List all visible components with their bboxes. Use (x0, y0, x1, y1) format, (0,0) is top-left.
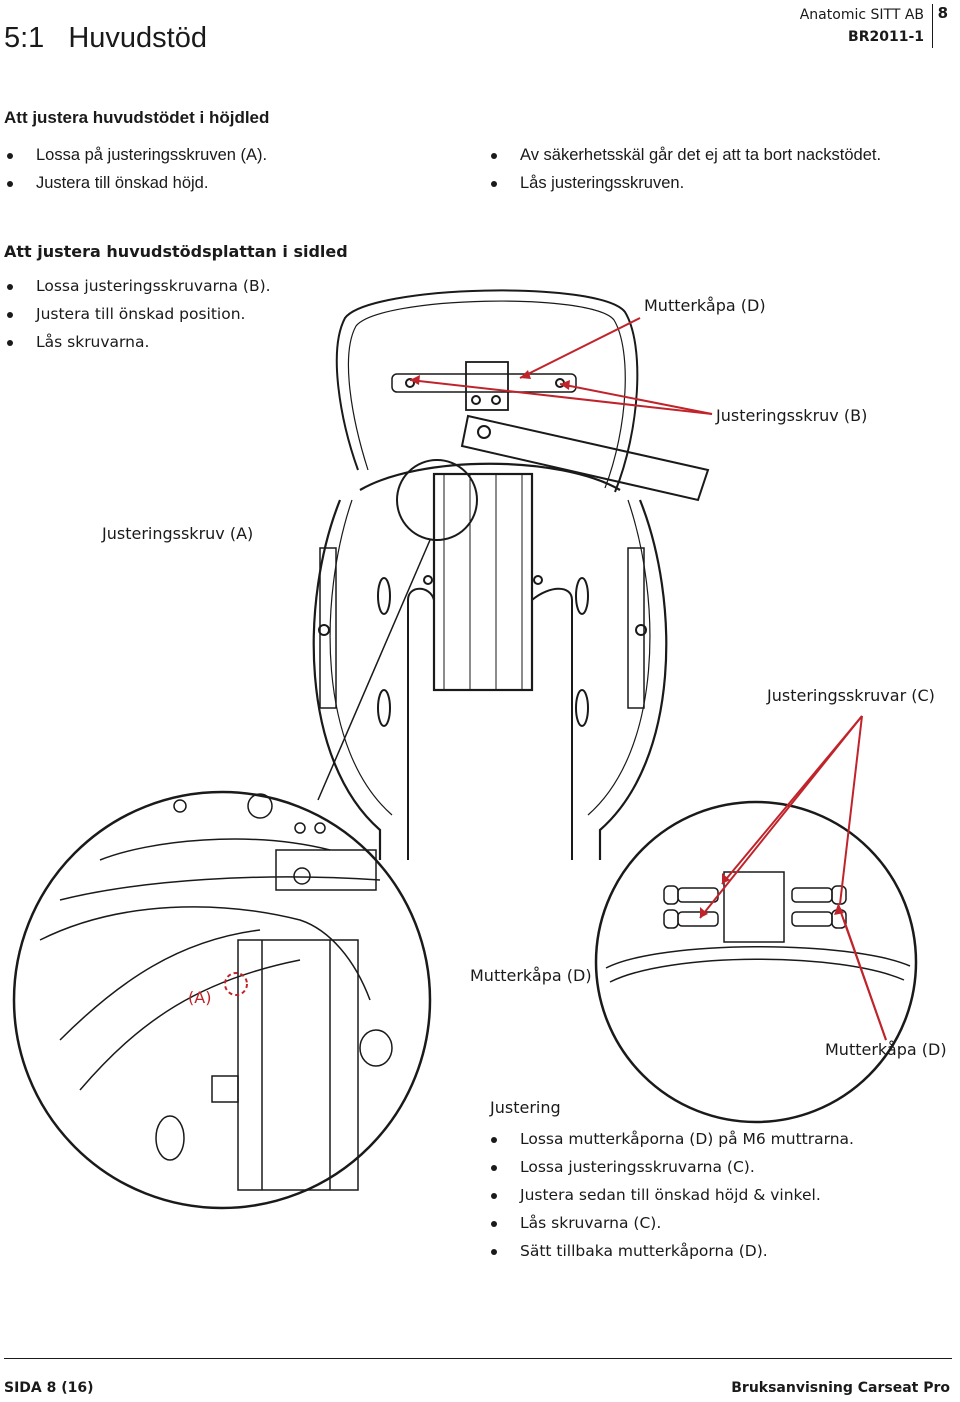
header-divider (932, 4, 933, 48)
height-adjust-heading: Att justera huvudstödet i höjdled (4, 108, 270, 127)
height-adjust-left-list: Lossa på justeringsskruven (A). Justera … (6, 141, 267, 197)
section-title: Huvudstöd (68, 22, 207, 54)
callout-nut-cap-mid: Mutterkåpa (D) (470, 966, 592, 985)
adjustment-list: Lossa mutterkåporna (D) på M6 muttrarna.… (490, 1125, 854, 1265)
company-block: Anatomic SITT AB BR2011-1 (800, 4, 924, 48)
list-item: Justera sedan till önskad höjd & vinkel. (490, 1181, 854, 1209)
list-item: Lossa på justeringsskruven (A). (6, 141, 267, 169)
detail-circle-c (594, 800, 918, 1124)
doc-code: BR2011-1 (848, 29, 924, 45)
callout-screw-a: Justeringsskruv (A) (102, 524, 254, 543)
adjustment-heading: Justering (490, 1098, 561, 1117)
callout-nut-cap-right: Mutterkåpa (D) (825, 1040, 947, 1059)
list-item: Sätt tillbaka mutterkåporna (D). (490, 1237, 854, 1265)
list-item: Lossa justeringsskruvarna (B). (6, 272, 271, 300)
callout-nut-cap-top: Mutterkåpa (D) (644, 296, 766, 315)
list-item: Lossa justeringsskruvarna (C). (490, 1153, 854, 1181)
callout-marker-a: (A) (188, 988, 212, 1007)
list-item: Lås skruvarna. (6, 328, 271, 356)
page-title: 5:1 Huvudstöd (4, 22, 207, 55)
section-number: 5:1 (4, 22, 45, 54)
height-adjust-right-list: Av säkerhetsskäl går det ej att ta bort … (490, 141, 881, 197)
list-item: Lås justeringsskruven. (490, 169, 881, 197)
list-item: Justera till önskad position. (6, 300, 271, 328)
footer-manual: Bruksanvisning Carseat Pro (731, 1380, 950, 1396)
headrest-post (432, 472, 534, 692)
footer-divider (4, 1358, 952, 1359)
page-number: 8 (937, 4, 948, 22)
list-item: Av säkerhetsskäl går det ej att ta bort … (490, 141, 881, 169)
list-item: Lås skruvarna (C). (490, 1209, 854, 1237)
company-name: Anatomic SITT AB (799, 7, 924, 23)
side-adjust-heading: Att justera huvudstödsplattan i sidled (4, 242, 348, 261)
detail-circle-a (12, 790, 432, 1210)
headrest-plate (335, 289, 639, 493)
side-adjust-list: Lossa justeringsskruvarna (B). Justera t… (6, 272, 271, 356)
list-item: Justera till önskad höjd. (6, 169, 267, 197)
callout-screw-b: Justeringsskruv (B) (716, 406, 868, 425)
list-item: Lossa mutterkåporna (D) på M6 muttrarna. (490, 1125, 854, 1153)
footer-page: SIDA 8 (16) (4, 1380, 94, 1396)
callout-screws-c: Justeringsskruvar (C) (767, 686, 935, 705)
seat-shell (312, 499, 382, 860)
